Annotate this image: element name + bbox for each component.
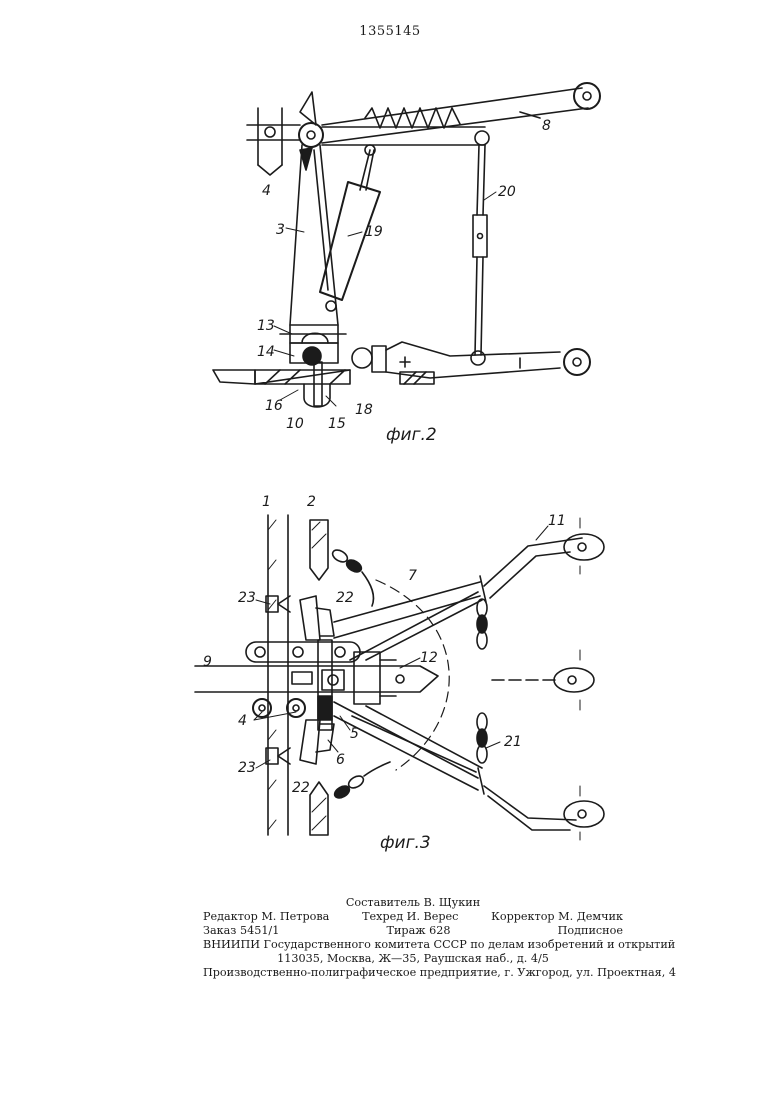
fig3-label-7: 7 — [408, 568, 417, 584]
colophon-editor: Редактор М. Петрова — [203, 910, 330, 923]
colophon-compiler: Составитель В. Щукин — [345, 896, 481, 909]
fig3-drawing — [194, 514, 605, 841]
fig3-drawbar-9 — [194, 649, 595, 711]
fig3-label-23-top: 23 — [238, 590, 256, 606]
fig3-label-22-bottom: 22 — [292, 780, 310, 796]
fig2-label-20: 20 — [498, 184, 516, 200]
fig3-label-6: 6 — [336, 752, 345, 768]
fig3-shaft-6 — [317, 639, 345, 731]
fig3-chain-top — [331, 549, 375, 607]
fig3-dashed-arc — [375, 579, 450, 771]
colophon-org: ВНИИПИ Государственного комитета СССР по… — [203, 938, 676, 951]
colophon-circulation: Тираж 628 — [386, 924, 451, 937]
fig3-label-4: 4 — [238, 713, 247, 729]
fig2-label-13: 13 — [257, 318, 275, 334]
fig2-lower-hitch — [351, 341, 591, 379]
fig2-pin-15 — [303, 361, 331, 408]
fig3-label-12: 12 — [420, 650, 438, 666]
fig3-label-9: 9 — [203, 654, 212, 670]
fig2-arm-3 — [289, 144, 339, 326]
fig3-latch-23-bottom — [265, 747, 291, 765]
fig3-label-5: 5 — [350, 726, 359, 742]
fig3-label-1: 1 — [262, 494, 271, 510]
fig3-label-2: 2 — [307, 494, 316, 510]
fig3-rollers-4 — [252, 695, 333, 721]
fig3-latch-22-top — [299, 595, 335, 641]
fig2-cylinder-19 — [319, 144, 381, 312]
colophon-order-row: Заказ 5451/1 Тираж 628 Подписное — [203, 924, 623, 938]
fig3-labels: 1 2 11 7 23 22 9 12 4 5 6 21 23 22 фиг.3 — [203, 494, 566, 853]
fig3-chain-right-top — [476, 598, 488, 650]
fig3-bracket-12 — [353, 651, 397, 705]
fig3-stub-2-bottom — [309, 781, 329, 836]
fig3-label-21: 21 — [504, 734, 522, 750]
fig3-chain-bottom — [333, 761, 391, 799]
fig2-clamp — [279, 324, 347, 366]
colophon-staff-row: Редактор М. Петрова Техред И. Верес Корр… — [203, 910, 623, 924]
colophon-corrector: Корректор М. Демчик — [491, 910, 623, 923]
fig3-latch-23-top — [265, 595, 291, 613]
fig2-label-10: 10 — [286, 416, 304, 432]
colophon-subscription: Подписное — [557, 924, 623, 937]
fig2-pivot — [298, 122, 324, 148]
fig3-chain-right-bottom — [476, 712, 488, 764]
fig3-stub-2-top — [309, 519, 329, 581]
fig2-link-8 — [321, 82, 601, 144]
fig2-spring — [364, 107, 461, 129]
fig3-latch-22-bottom — [299, 719, 335, 765]
fig3-caption: фиг.3 — [380, 833, 431, 853]
fig3-upper-arms — [333, 517, 605, 661]
fig3-label-23-bottom: 23 — [238, 760, 256, 776]
fig2-caption: фиг.2 — [386, 425, 437, 445]
fig3-label-22-top: 22 — [336, 590, 354, 606]
colophon-order: Заказ 5451/1 — [203, 924, 280, 937]
fig2-rod-20 — [470, 130, 490, 366]
fig2-drawing — [212, 82, 601, 408]
fig3-leaders — [253, 525, 549, 769]
fig2-base-plate — [212, 369, 435, 385]
fig2-label-3: 3 — [276, 222, 285, 238]
fig3-label-11: 11 — [548, 513, 566, 529]
fig2-label-18: 18 — [355, 402, 373, 418]
colophon-techred: Техред И. Верес — [362, 910, 459, 923]
colophon: Составитель В. Щукин Редактор М. Петрова… — [203, 896, 676, 980]
fig2-label-15: 15 — [328, 416, 346, 432]
fig3-beam-1 — [267, 514, 289, 836]
fig2-labels: 4 3 19 20 8 13 14 16 10 15 18 фиг.2 — [257, 118, 551, 445]
fig3-crossbar — [245, 641, 361, 663]
fig2-label-14: 14 — [257, 344, 275, 360]
fig2-label-8: 8 — [542, 118, 551, 134]
colophon-address: 113035, Москва, Ж—35, Раушская наб., д. … — [277, 952, 549, 965]
fig2-frame-left — [246, 91, 317, 176]
fig3-lower-arms — [333, 701, 605, 841]
fig2-label-16: 16 — [265, 398, 283, 414]
fig2-leaders — [273, 191, 497, 407]
fig2-label-19: 19 — [365, 224, 383, 240]
patent-number: 1355145 — [359, 24, 421, 39]
colophon-printer: Производственно-полиграфическое предприя… — [203, 966, 676, 979]
fig2-label-4: 4 — [262, 183, 271, 199]
